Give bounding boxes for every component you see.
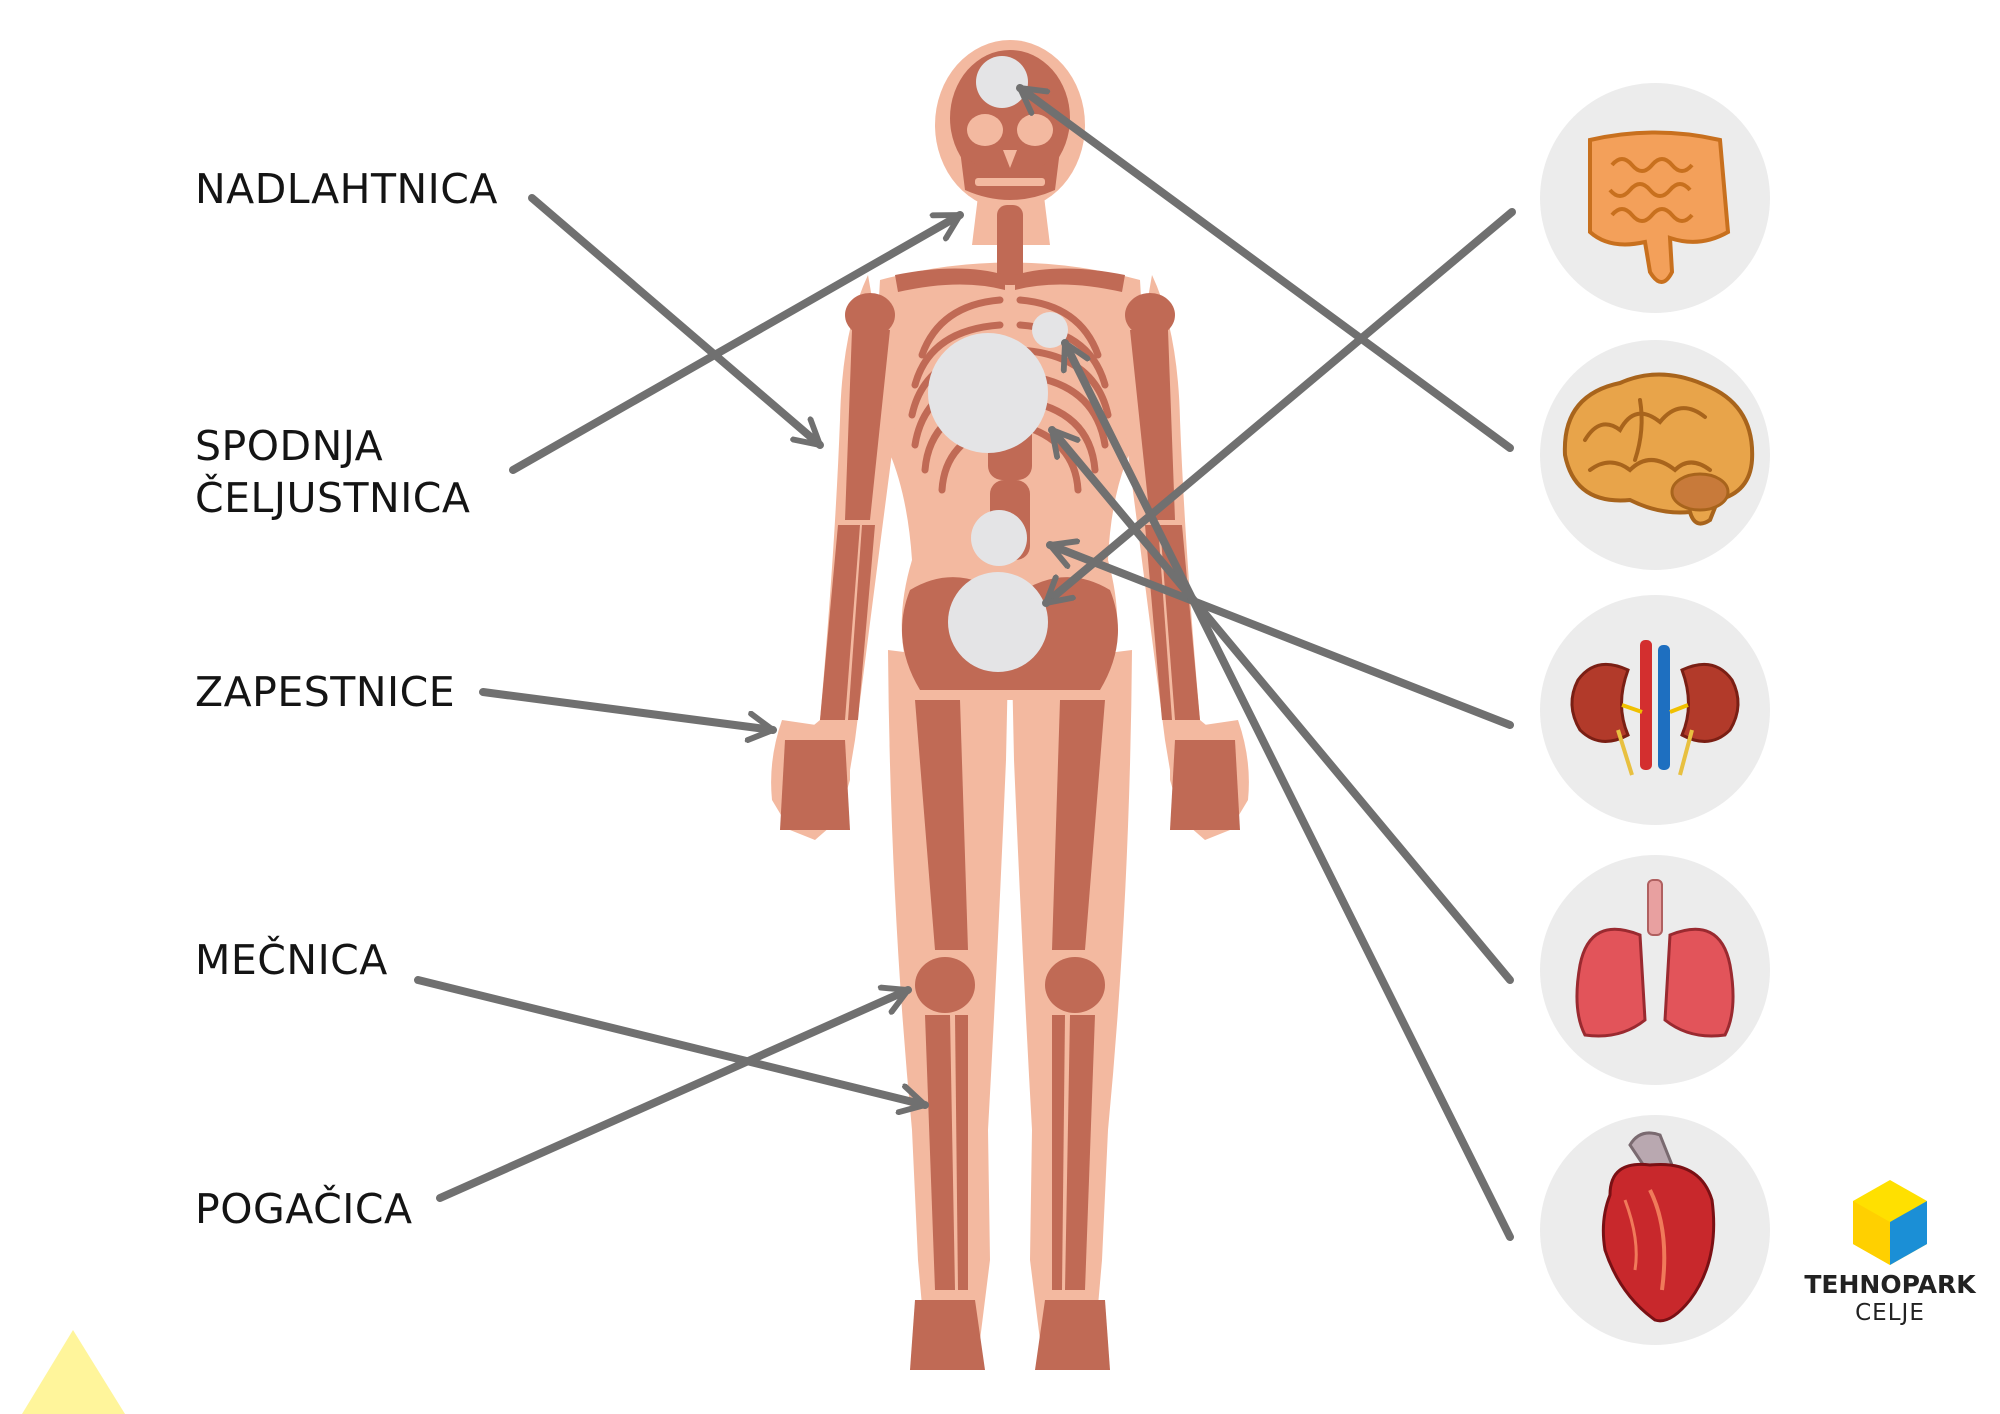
heart-icon xyxy=(1540,1115,1770,1345)
arrow-pogacica xyxy=(436,990,912,1202)
brain-icon xyxy=(1540,340,1770,570)
arrow-zapestnice xyxy=(479,688,777,730)
placeholder-intestines xyxy=(948,572,1048,672)
arrows xyxy=(414,84,1516,1241)
placeholder-brain xyxy=(976,56,1028,108)
intestines-icon xyxy=(1540,83,1770,313)
tehnopark-logo xyxy=(1853,1180,1927,1265)
kidneys-icon xyxy=(1540,595,1770,825)
arrow-heart xyxy=(1065,339,1514,1241)
organ-placeholders xyxy=(928,56,1068,672)
placeholder-kidneys xyxy=(971,510,1027,566)
label-nadlahtnica: NADLAHTNICA xyxy=(195,165,498,213)
arrow-kidneys xyxy=(1046,545,1514,729)
corner-triangle xyxy=(22,1330,125,1414)
arrow-spodnja-celjustnica xyxy=(509,211,964,474)
lungs-icon xyxy=(1540,855,1770,1085)
arrow-intestines xyxy=(1042,208,1516,607)
placeholder-lungs xyxy=(928,333,1048,453)
label-pogacica: POGAČICA xyxy=(195,1185,413,1233)
arrow-mecnica xyxy=(414,976,929,1105)
placeholder-heart xyxy=(1032,312,1068,348)
label-celjustnica: ČELJUSTNICA xyxy=(195,474,471,522)
arrow-nadlahtnica xyxy=(528,194,824,449)
label-mecnica: MEČNICA xyxy=(195,936,388,984)
logo-text-tehnopark: TEHNOPARK xyxy=(1804,1270,1976,1299)
human-body-figure xyxy=(771,40,1249,1370)
arrow-brain xyxy=(1016,84,1514,452)
arrow-lungs xyxy=(1048,426,1514,984)
label-spodnja: SPODNJA xyxy=(195,422,384,470)
label-zapestnice: ZAPESTNICE xyxy=(195,668,456,716)
logo-text-celje: CELJE xyxy=(1855,1300,1925,1326)
